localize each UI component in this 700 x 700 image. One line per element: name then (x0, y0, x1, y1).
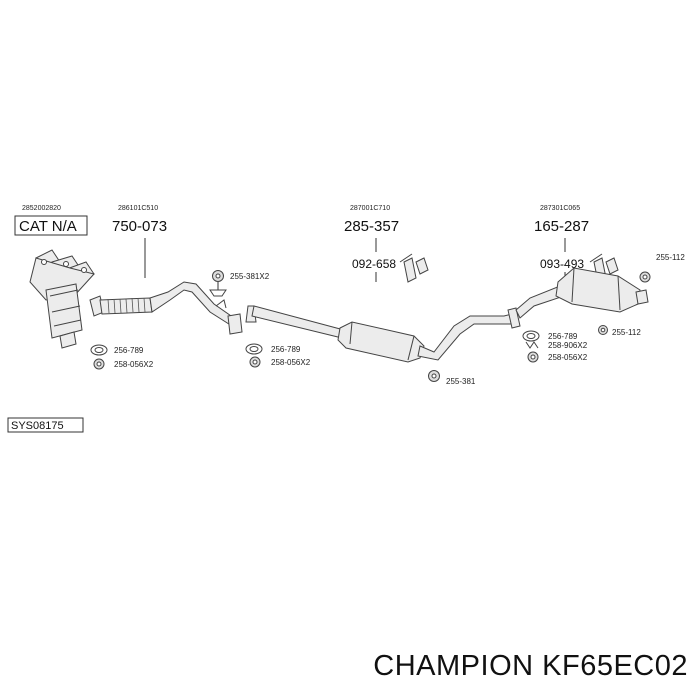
rear-part-number: 165-287 (534, 218, 589, 235)
mount-label-rear: 255-112 (612, 328, 641, 337)
mount-label-front: 255-381X2 (230, 272, 270, 281)
catalytic-converter: 2852002820 CAT N/A (14, 205, 95, 349)
mount-label-mid: 255-381 (446, 377, 476, 386)
spring-label: 258-906X2 (548, 341, 588, 350)
spring-icon (525, 341, 539, 349)
cat-part-box (14, 215, 88, 236)
system-code-label: SYS08175 (11, 420, 64, 432)
middle-code: 287001C710 (350, 205, 390, 212)
front-pipe: 286101C510 750-073 (89, 205, 243, 335)
middle-part-number: 285-357 (344, 218, 399, 235)
brand-product-title: CHAMPION KF65EC02 (373, 650, 688, 682)
rear-code: 287301C065 (540, 205, 580, 212)
cat-part-number: CAT N/A (19, 218, 77, 235)
cat-code: 2852002820 (22, 205, 61, 212)
ring-label-1: 256-789 (114, 346, 144, 355)
middle-silencer: 287001C710 285-357 092-658 (245, 205, 515, 363)
rear-mount-number: 093-493 (540, 257, 584, 271)
middle-hardware: 255-381 (428, 370, 476, 386)
nut-label-2: 258-056X2 (271, 358, 311, 367)
rear-hardware: 255-112 256-789 255-112 258-906X2 258-05… (522, 253, 685, 363)
ring-label-2: 256-789 (271, 345, 301, 354)
system-code-box (7, 417, 84, 433)
rear-silencer: 287301C065 165-287 093-493 (507, 205, 649, 329)
nut-label-1: 258-056X2 (114, 360, 154, 369)
front-pipe-part-number: 750-073 (112, 218, 167, 235)
system-code: SYS08175 (7, 417, 84, 433)
front-hardware: 256-789 258-056X2 255-381X2 256-789 258-… (90, 270, 311, 370)
ring-label-3: 256-789 (548, 332, 578, 341)
hanger-bracket-icon (399, 253, 429, 283)
middle-mount-number: 092-658 (352, 257, 396, 271)
front-pipe-code: 286101C510 (118, 205, 158, 212)
nut-label-3: 258-056X2 (548, 353, 588, 362)
mount-label-rear-top: 255-112 (656, 253, 685, 262)
